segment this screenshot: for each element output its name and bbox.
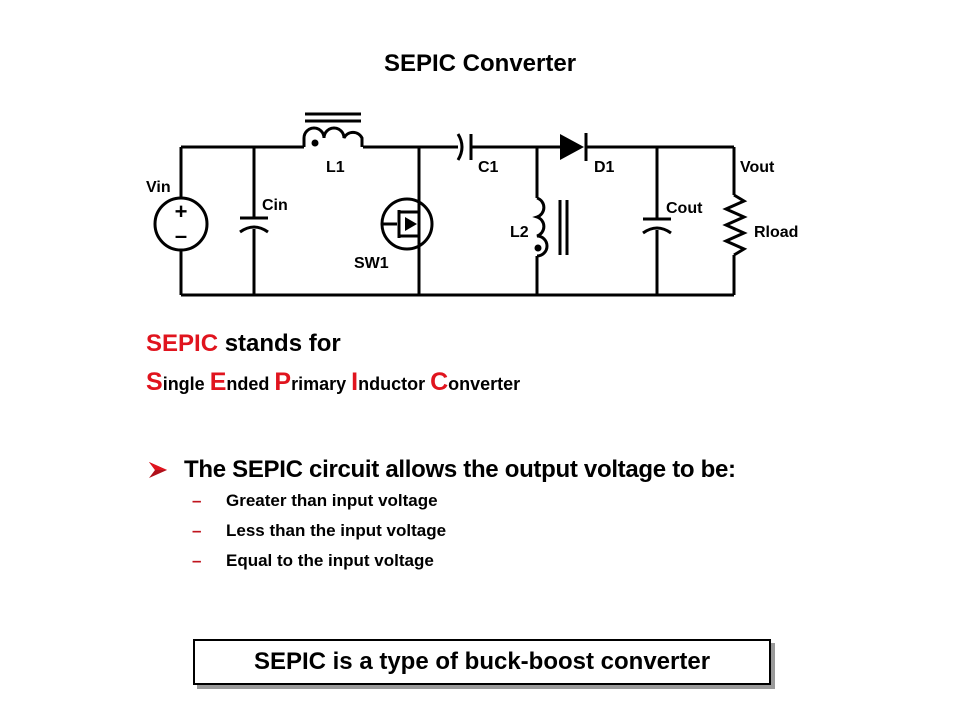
callout-box: SEPIC is a type of buck-boost converter bbox=[193, 639, 771, 685]
c1-plate-curved bbox=[456, 133, 464, 161]
l2-label: L2 bbox=[510, 224, 529, 241]
l2-inductor bbox=[532, 196, 569, 258]
rload-resistor bbox=[722, 193, 748, 257]
slide-title: SEPIC Converter bbox=[383, 50, 577, 77]
rload-label: Rload bbox=[754, 224, 798, 241]
acronym-initial-c: C bbox=[430, 368, 449, 396]
d1-label: D1 bbox=[594, 159, 615, 176]
c1-capacitor bbox=[456, 133, 473, 161]
sub-bullet-text: Less than the input voltage bbox=[226, 521, 447, 540]
acronym-intro-rest: stands for bbox=[218, 330, 341, 357]
vin-plus-sign: + bbox=[175, 199, 188, 224]
vin-source-circle bbox=[153, 196, 209, 252]
sw1-arrow bbox=[405, 217, 417, 231]
sub-bullet: – Less than the input voltage bbox=[192, 521, 446, 541]
cin-label: Cin bbox=[262, 197, 288, 214]
cout-capacitor bbox=[642, 217, 672, 235]
cin-capacitor bbox=[239, 216, 269, 234]
l1-coil bbox=[302, 126, 364, 147]
vin-source: + – bbox=[153, 196, 209, 252]
l1-polarity-dot bbox=[311, 139, 319, 147]
vout-label: Vout bbox=[740, 159, 775, 176]
acronym-highlight: SEPIC bbox=[146, 330, 219, 357]
l2-coil bbox=[532, 196, 549, 258]
vin-label: Vin bbox=[146, 179, 171, 196]
callout-text: SEPIC is a type of buck-boost converter bbox=[253, 648, 711, 675]
acronym-word-rest: ingle bbox=[162, 374, 210, 394]
d1-diode bbox=[560, 133, 588, 161]
sw1-mosfet bbox=[380, 197, 434, 251]
acronym-intro: SEPIC stands for bbox=[146, 330, 341, 358]
l2-polarity-dot bbox=[534, 244, 542, 252]
dash-bullet-icon: – bbox=[192, 521, 202, 540]
sw1-label: SW1 bbox=[354, 255, 389, 272]
arrow-bullet-icon bbox=[149, 462, 167, 478]
dash-bullet-icon: – bbox=[192, 551, 202, 570]
acronym-initial-p: P bbox=[274, 368, 292, 396]
c1-label: C1 bbox=[478, 159, 499, 176]
acronym-initial-e: E bbox=[209, 368, 227, 396]
acronym-word-rest: onverter bbox=[448, 374, 521, 394]
rload-zigzag bbox=[722, 193, 748, 257]
sub-bullet-text: Greater than input voltage bbox=[226, 491, 438, 510]
acronym-initial-s: S bbox=[146, 368, 163, 396]
sub-bullet: – Equal to the input voltage bbox=[192, 551, 434, 571]
sepic-circuit-diagram: + – Vin Cin L1 SW1 C1 D1 bbox=[146, 112, 798, 297]
wires bbox=[179, 145, 736, 297]
sub-bullet: – Greater than input voltage bbox=[192, 491, 438, 511]
d1-triangle bbox=[560, 134, 584, 160]
vin-minus-sign: – bbox=[175, 223, 187, 248]
l1-inductor bbox=[302, 112, 364, 147]
sub-bullet-text: Equal to the input voltage bbox=[226, 551, 434, 570]
cout-plate-curved bbox=[642, 226, 672, 235]
acronym-expansion: Single Ended Primary Inductor Converter bbox=[146, 368, 520, 397]
dash-bullet-icon: – bbox=[192, 491, 202, 510]
l1-label: L1 bbox=[326, 159, 345, 176]
cout-label: Cout bbox=[666, 200, 703, 217]
acronym-word-rest: nductor bbox=[358, 374, 431, 394]
acronym-word-rest: rimary bbox=[291, 374, 352, 394]
acronym-initial-i: I bbox=[351, 368, 359, 396]
acronym-word-rest: nded bbox=[226, 374, 275, 394]
main-bullet: The SEPIC circuit allows the output volt… bbox=[148, 456, 736, 484]
main-bullet-text: The SEPIC circuit allows the output volt… bbox=[184, 456, 736, 483]
cin-plate-curved bbox=[239, 225, 269, 234]
